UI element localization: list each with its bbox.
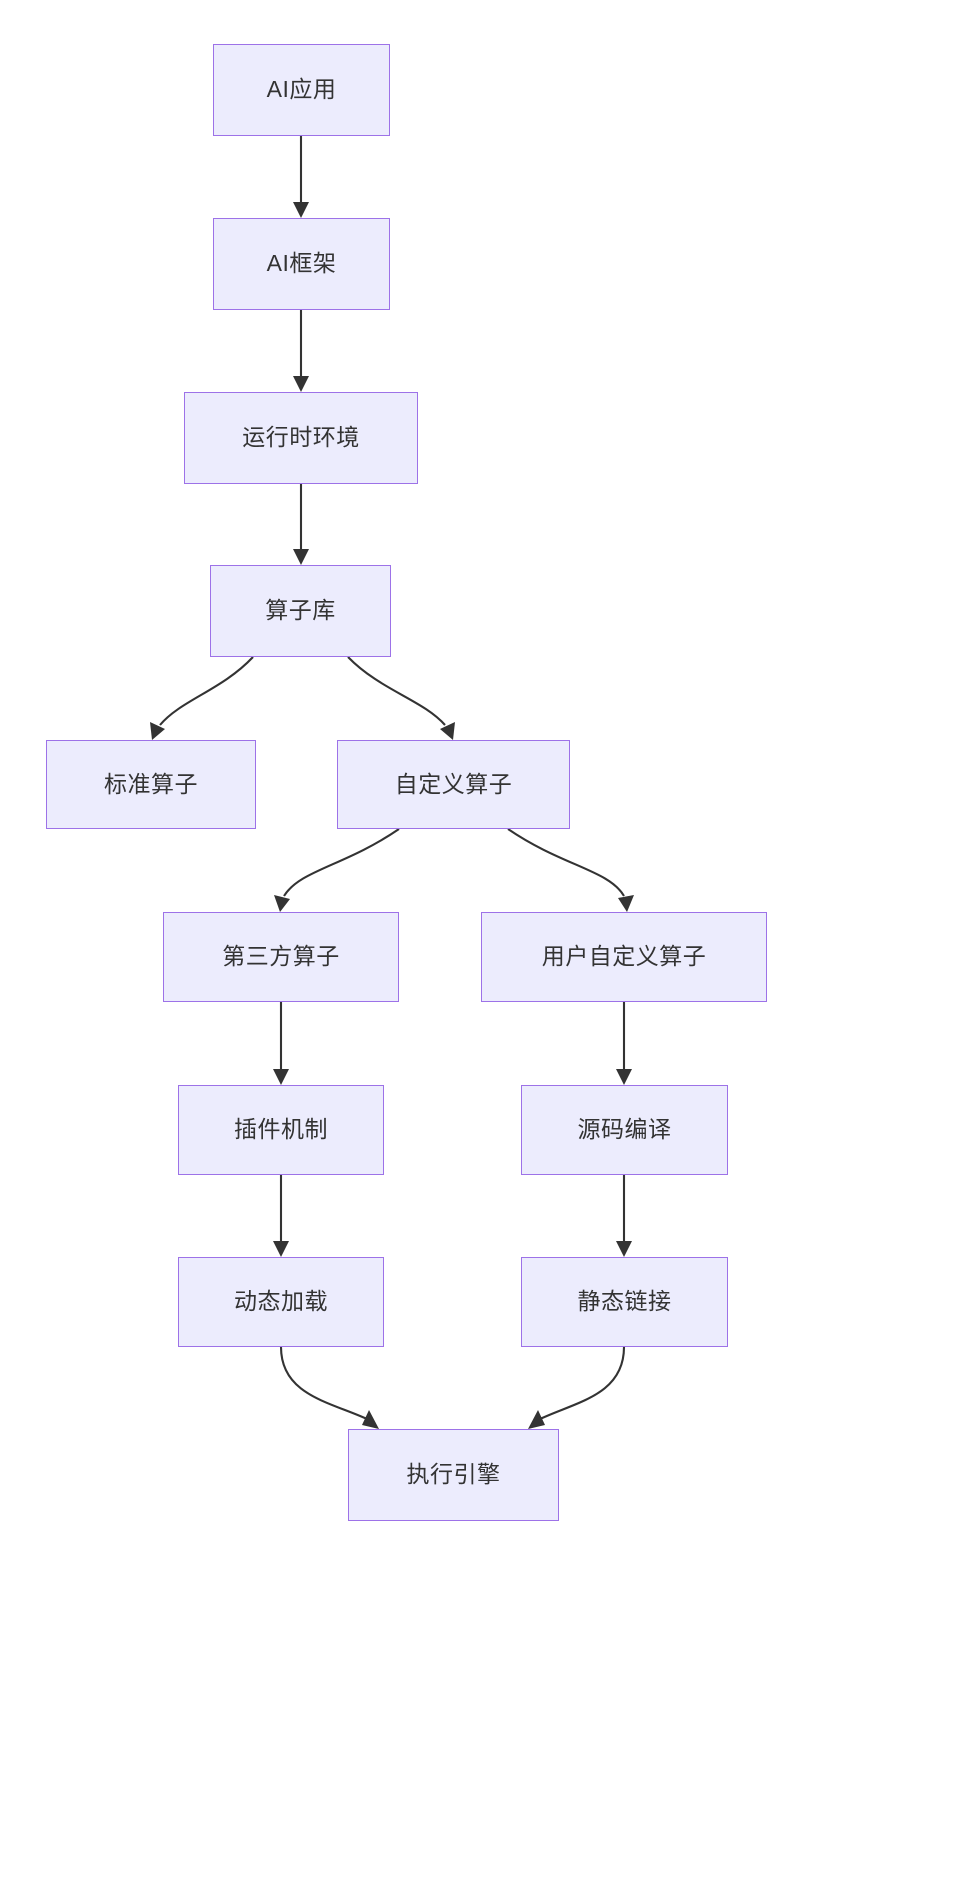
node-runtime-env[interactable]: 运行时环境 bbox=[184, 392, 418, 484]
edge-runtime-env-to-operator-lib bbox=[293, 484, 309, 565]
node-third-party-op[interactable]: 第三方算子 bbox=[163, 912, 399, 1002]
node-custom-op[interactable]: 自定义算子 bbox=[337, 740, 570, 829]
node-source-compile[interactable]: 源码编译 bbox=[521, 1085, 728, 1175]
edge-static-link-to-exec-engine bbox=[528, 1346, 626, 1429]
node-label-static-link: 静态链接 bbox=[577, 1288, 672, 1315]
edge-third-party-op-to-plugin-mech bbox=[273, 1002, 289, 1085]
node-user-custom-op[interactable]: 用户自定义算子 bbox=[481, 912, 767, 1002]
edge-operator-lib-to-standard-op bbox=[150, 656, 254, 740]
edge-dynamic-load-to-exec-engine bbox=[279, 1346, 379, 1429]
node-label-standard-op: 标准算子 bbox=[104, 770, 198, 797]
node-exec-engine[interactable]: 执行引擎 bbox=[348, 1429, 559, 1521]
edge-custom-op-to-user-custom-op bbox=[507, 828, 634, 912]
node-dynamic-load[interactable]: 动态加载 bbox=[178, 1257, 384, 1347]
edge-operator-lib-to-custom-op bbox=[347, 656, 455, 740]
edge-ai-framework-to-runtime-env bbox=[293, 310, 309, 392]
node-label-third-party-op: 第三方算子 bbox=[222, 943, 340, 970]
node-label-source-compile: 源码编译 bbox=[577, 1116, 672, 1143]
node-label-ai-framework: AI框架 bbox=[266, 250, 337, 277]
node-ai-app[interactable]: AI应用 bbox=[213, 44, 390, 136]
node-label-plugin-mech: 插件机制 bbox=[234, 1116, 328, 1143]
edge-source-compile-to-static-link bbox=[616, 1175, 632, 1257]
node-label-user-custom-op: 用户自定义算子 bbox=[541, 943, 707, 970]
node-label-dynamic-load: 动态加载 bbox=[234, 1288, 328, 1315]
node-label-custom-op: 自定义算子 bbox=[394, 770, 513, 797]
node-operator-lib[interactable]: 算子库 bbox=[210, 565, 391, 657]
node-plugin-mech[interactable]: 插件机制 bbox=[178, 1085, 384, 1175]
edge-plugin-mech-to-dynamic-load bbox=[273, 1175, 289, 1257]
edge-user-custom-op-to-source-compile bbox=[616, 1002, 632, 1085]
edge-custom-op-to-third-party-op bbox=[274, 828, 400, 912]
node-standard-op[interactable]: 标准算子 bbox=[46, 740, 256, 829]
node-label-runtime-env: 运行时环境 bbox=[242, 424, 360, 451]
node-label-ai-app: AI应用 bbox=[266, 76, 337, 103]
node-ai-framework[interactable]: AI框架 bbox=[213, 218, 390, 310]
edge-ai-app-to-ai-framework bbox=[293, 136, 309, 218]
node-static-link[interactable]: 静态链接 bbox=[521, 1257, 728, 1347]
node-label-operator-lib: 算子库 bbox=[265, 597, 336, 624]
node-label-exec-engine: 执行引擎 bbox=[406, 1461, 501, 1488]
